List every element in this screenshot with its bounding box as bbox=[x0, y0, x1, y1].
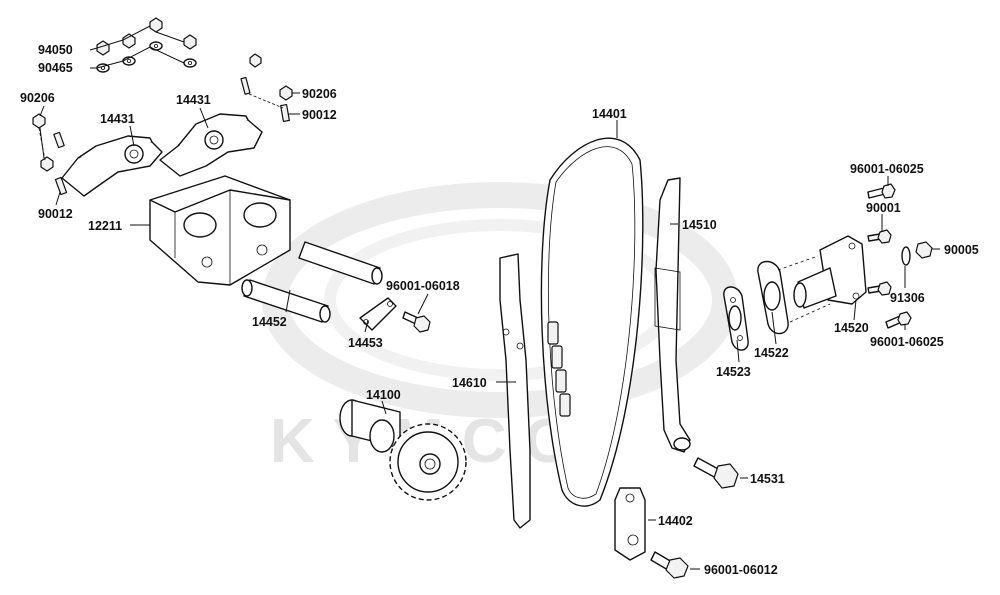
callout-94050: 94050 bbox=[38, 43, 73, 57]
callout-14402: 14402 bbox=[658, 514, 693, 528]
callout-96001-06025-bottom: 96001-06025 bbox=[870, 335, 944, 349]
callout-14523: 14523 bbox=[716, 365, 751, 379]
guide-plate bbox=[614, 487, 689, 579]
pivot-bolt bbox=[693, 457, 739, 489]
callout-14510: 14510 bbox=[682, 218, 717, 232]
callout-90012-right: 90012 bbox=[302, 108, 337, 122]
callout-91306: 91306 bbox=[890, 291, 925, 305]
chain-guide bbox=[499, 253, 531, 529]
rocker-arms bbox=[61, 113, 263, 197]
callout-14522: 14522 bbox=[754, 346, 789, 360]
callout-labels: 94050 90465 90206 14431 14431 90206 9001… bbox=[20, 43, 979, 577]
rocker-holder bbox=[149, 175, 291, 286]
rocker-shafts bbox=[241, 241, 383, 323]
callout-14431-right: 14431 bbox=[176, 93, 211, 107]
callout-14520: 14520 bbox=[834, 321, 869, 335]
leader-lines bbox=[39, 92, 940, 570]
callout-90206-right: 90206 bbox=[302, 87, 337, 101]
callout-14453: 14453 bbox=[348, 336, 383, 350]
callout-14452: 14452 bbox=[252, 315, 287, 329]
chain-links bbox=[547, 321, 571, 417]
tensioner-slipper bbox=[654, 177, 691, 453]
callout-90012-left: 90012 bbox=[38, 207, 73, 221]
stopper-plate bbox=[359, 297, 431, 333]
cam-chain bbox=[540, 137, 644, 507]
callout-96001-06012: 96001-06012 bbox=[704, 563, 778, 577]
callout-90001: 90001 bbox=[866, 201, 901, 215]
callout-14531: 14531 bbox=[750, 472, 785, 486]
nut-washer-group bbox=[89, 17, 197, 73]
camshaft-sprocket bbox=[339, 399, 467, 501]
brand-watermark: KYMCO bbox=[262, 182, 738, 476]
callout-14100: 14100 bbox=[366, 388, 401, 402]
callout-14610: 14610 bbox=[452, 376, 487, 390]
tensioner-hardware bbox=[867, 183, 933, 329]
callout-96001-06025-top: 96001-06025 bbox=[850, 162, 924, 176]
callout-14401: 14401 bbox=[592, 107, 627, 121]
callout-90206-left: 90206 bbox=[20, 91, 55, 105]
callout-14431-left: 14431 bbox=[100, 112, 135, 126]
tensioner-assembly bbox=[723, 235, 867, 351]
callout-96001-06018: 96001-06018 bbox=[386, 279, 460, 293]
valve-adjusters bbox=[32, 53, 293, 196]
callout-90465: 90465 bbox=[38, 61, 73, 75]
callout-90005: 90005 bbox=[944, 243, 979, 257]
callout-12211: 12211 bbox=[88, 219, 122, 233]
